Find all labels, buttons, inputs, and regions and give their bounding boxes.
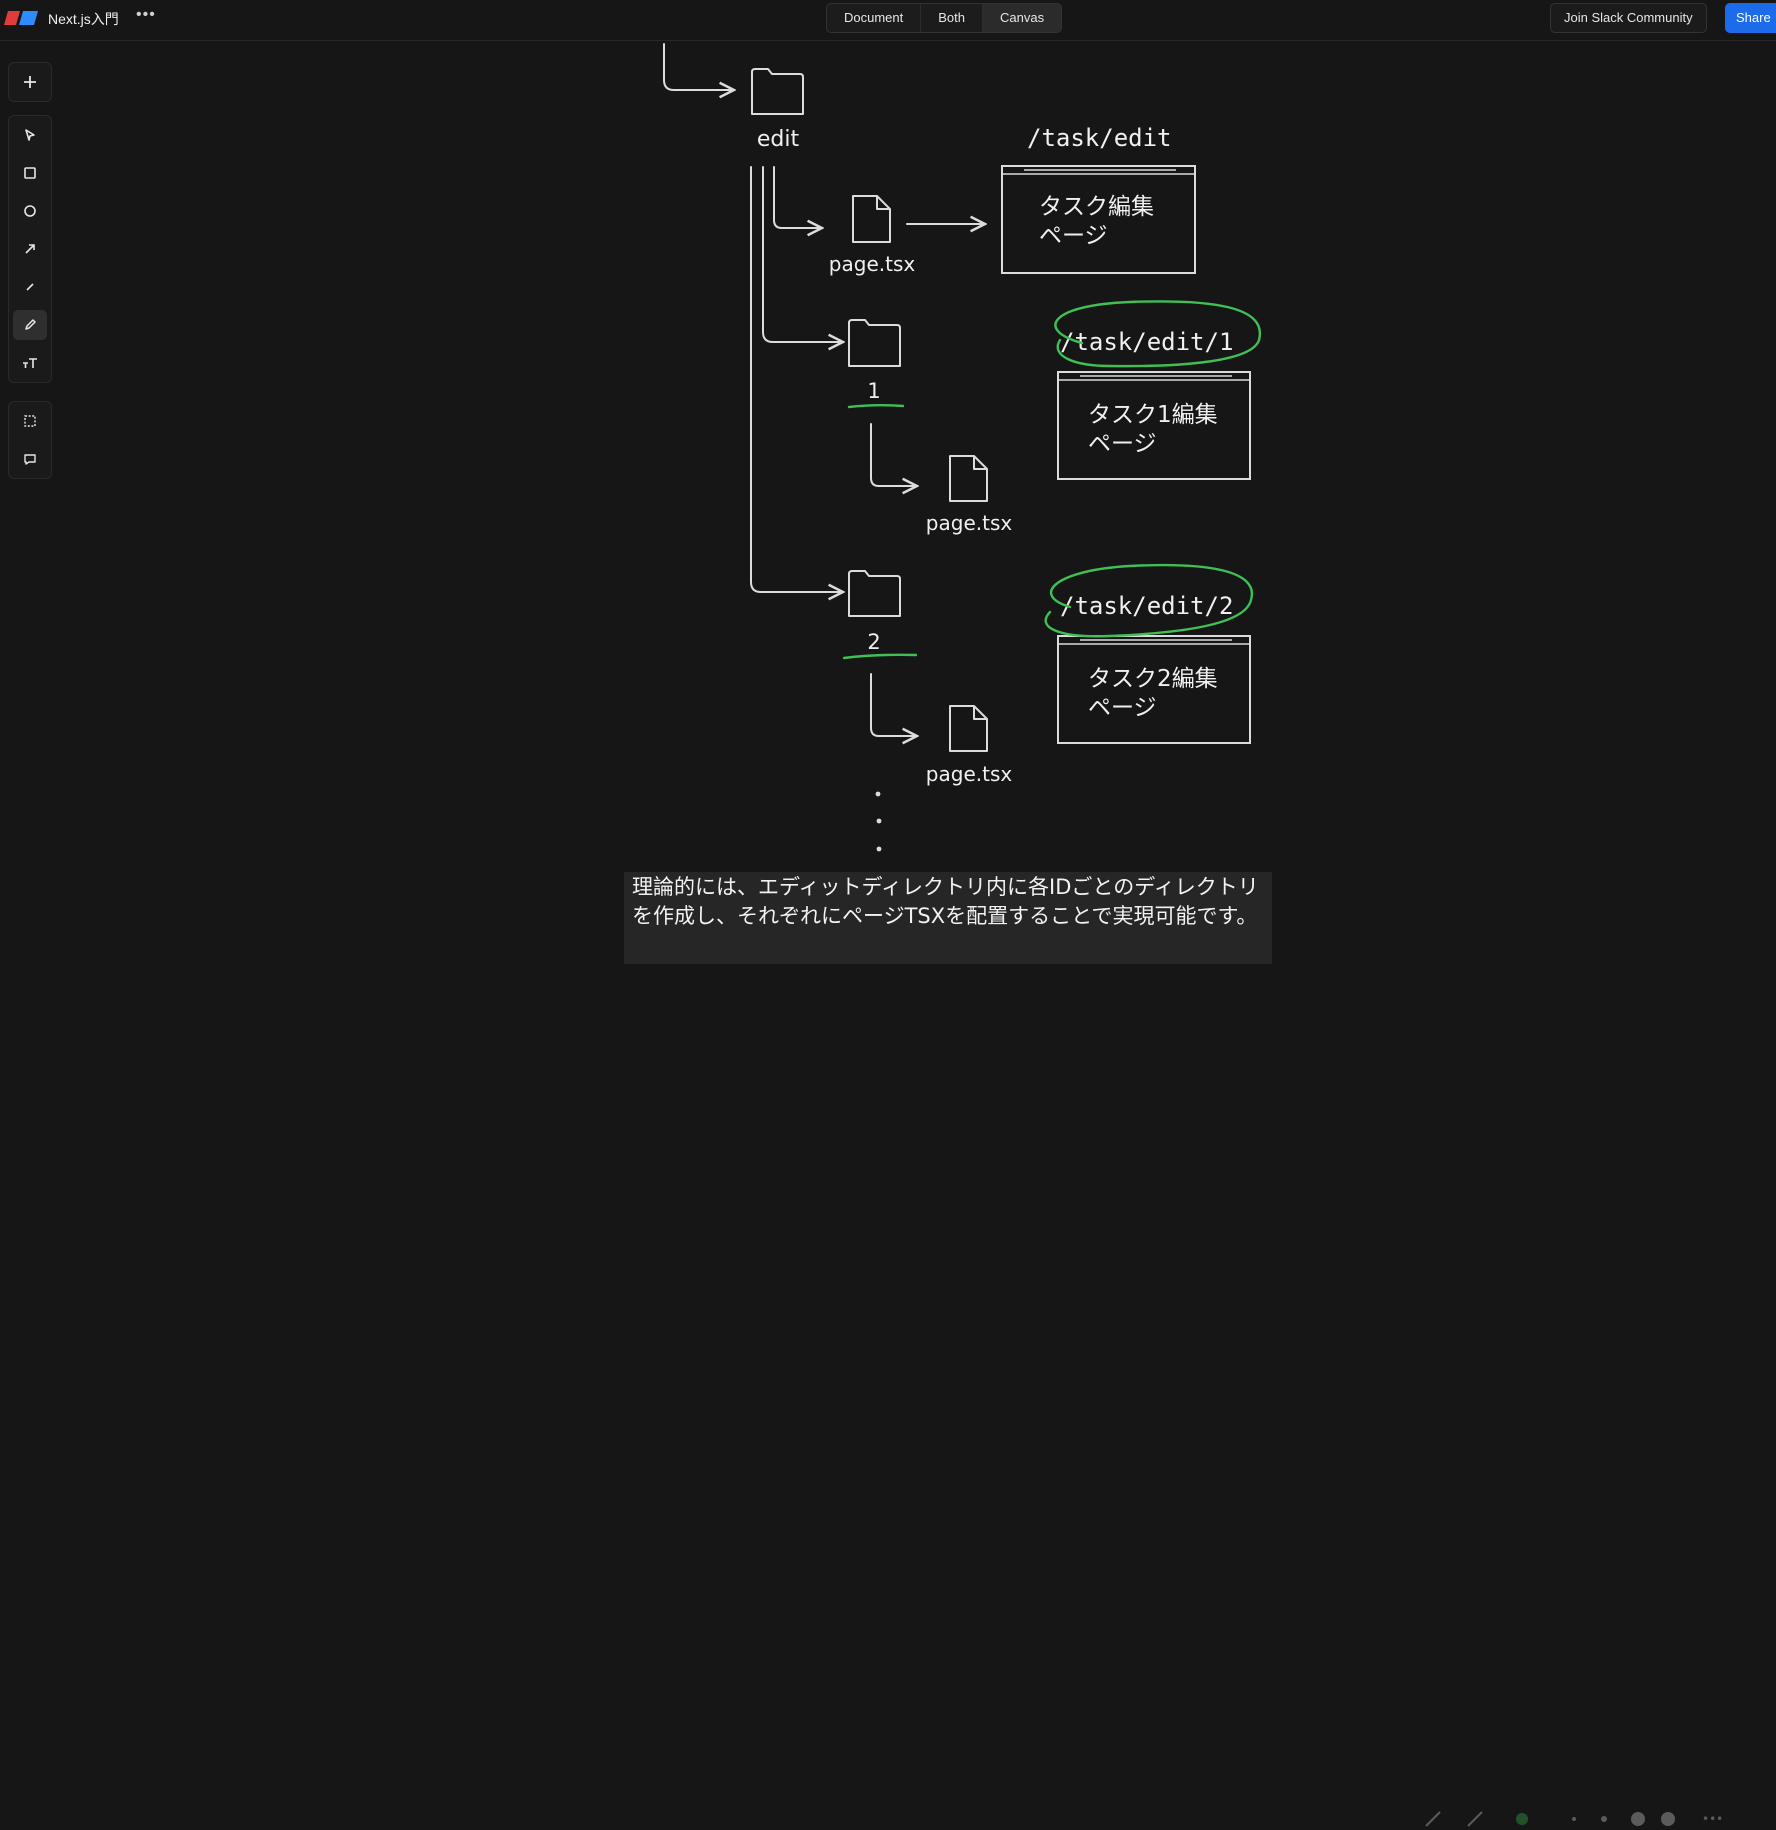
arrow-tool[interactable] bbox=[9, 230, 51, 268]
svg-text:•••: ••• bbox=[1702, 1812, 1723, 1826]
ellipsis-icon[interactable]: ••• bbox=[136, 6, 156, 23]
frame-icon bbox=[24, 415, 36, 427]
page-window bbox=[1001, 165, 1196, 274]
select-arrow-icon bbox=[25, 129, 35, 141]
ellipse-icon bbox=[24, 205, 36, 217]
file-icon bbox=[949, 455, 988, 502]
canvas[interactable]: edit page.tsx 1 page.tsx 2 page.tsx /tas… bbox=[0, 41, 1776, 871]
page-window bbox=[1057, 635, 1251, 744]
tab-canvas[interactable]: Canvas bbox=[983, 4, 1062, 32]
folder-label-edit: edit bbox=[757, 127, 800, 152]
connector-arrow bbox=[773, 166, 822, 228]
ellipse-tool[interactable] bbox=[9, 192, 51, 230]
file-icon bbox=[852, 195, 891, 243]
highlight-ellipse bbox=[1054, 300, 1262, 368]
page-title: ページ bbox=[1039, 223, 1108, 249]
folder-label-1: 1 bbox=[867, 379, 880, 403]
folder-icon bbox=[751, 68, 804, 115]
file-label: page.tsx bbox=[926, 762, 1013, 786]
view-mode-toggle: Document Both Canvas bbox=[826, 3, 1063, 33]
page-title: ページ bbox=[1088, 431, 1157, 457]
app-logo bbox=[4, 11, 38, 25]
drawing-toolbar bbox=[8, 115, 52, 383]
file-icon bbox=[949, 705, 988, 752]
pencil-icon bbox=[25, 319, 36, 330]
top-bar: Next.js入門 ••• Document Both Canvas Join … bbox=[0, 0, 1776, 41]
route-label: /task/edit/1 bbox=[1060, 328, 1233, 356]
comment-tool[interactable] bbox=[9, 440, 51, 478]
route-label: /task/edit/2 bbox=[1060, 592, 1233, 620]
connector-arrow bbox=[762, 166, 843, 342]
file-label: page.tsx bbox=[829, 252, 916, 276]
folder-label-2: 2 bbox=[867, 630, 880, 654]
line-tool[interactable] bbox=[9, 268, 51, 306]
select-tool[interactable] bbox=[9, 116, 51, 154]
text-tool[interactable] bbox=[9, 344, 51, 382]
line-icon bbox=[26, 283, 34, 291]
share-button[interactable]: Share bbox=[1725, 3, 1776, 33]
connector-arrow bbox=[663, 43, 734, 90]
rectangle-icon bbox=[24, 167, 36, 179]
arrow-icon bbox=[25, 244, 35, 254]
connector-arrow bbox=[750, 166, 843, 592]
continuation-dots bbox=[875, 791, 882, 852]
connector-arrow bbox=[870, 423, 917, 486]
connector-arrow bbox=[870, 673, 917, 736]
file-label: page.tsx bbox=[926, 511, 1013, 535]
folder-icon bbox=[848, 570, 901, 617]
subtitle-text: 理論的には、エディットディレクトリ内に各IDごとのディレクトリを作成し、それぞれ… bbox=[632, 875, 1259, 928]
pencil-tool[interactable] bbox=[9, 306, 51, 344]
drawing-controls: ••• bbox=[1425, 1811, 1723, 1827]
add-button[interactable] bbox=[9, 63, 51, 101]
extra-toolbar bbox=[8, 401, 52, 479]
page-title: タスク編集 bbox=[1039, 194, 1154, 220]
document-title[interactable]: Next.js入門 bbox=[48, 11, 119, 27]
highlight-underline bbox=[842, 653, 918, 660]
insert-toolbar bbox=[8, 62, 52, 102]
page-title: タスク2編集 bbox=[1088, 666, 1218, 692]
plus-icon bbox=[24, 76, 36, 88]
highlight-underline bbox=[847, 404, 905, 409]
comment-icon bbox=[24, 454, 36, 465]
tab-both[interactable]: Both bbox=[921, 4, 983, 32]
frame-tool[interactable] bbox=[9, 402, 51, 440]
text-icon bbox=[23, 358, 37, 368]
join-slack-button[interactable]: Join Slack Community bbox=[1550, 3, 1707, 33]
page-window bbox=[1057, 371, 1251, 480]
rectangle-tool[interactable] bbox=[9, 154, 51, 192]
page-title: タスク1編集 bbox=[1088, 402, 1218, 428]
route-label: /task/edit bbox=[1027, 124, 1172, 152]
tab-document[interactable]: Document bbox=[827, 4, 922, 32]
page-title: ページ bbox=[1088, 695, 1157, 721]
folder-icon bbox=[848, 319, 901, 367]
highlight-ellipse bbox=[1044, 563, 1254, 638]
subtitle-overlay: 理論的には、エディットディレクトリ内に各IDごとのディレクトリを作成し、それぞれ… bbox=[624, 872, 1723, 1827]
